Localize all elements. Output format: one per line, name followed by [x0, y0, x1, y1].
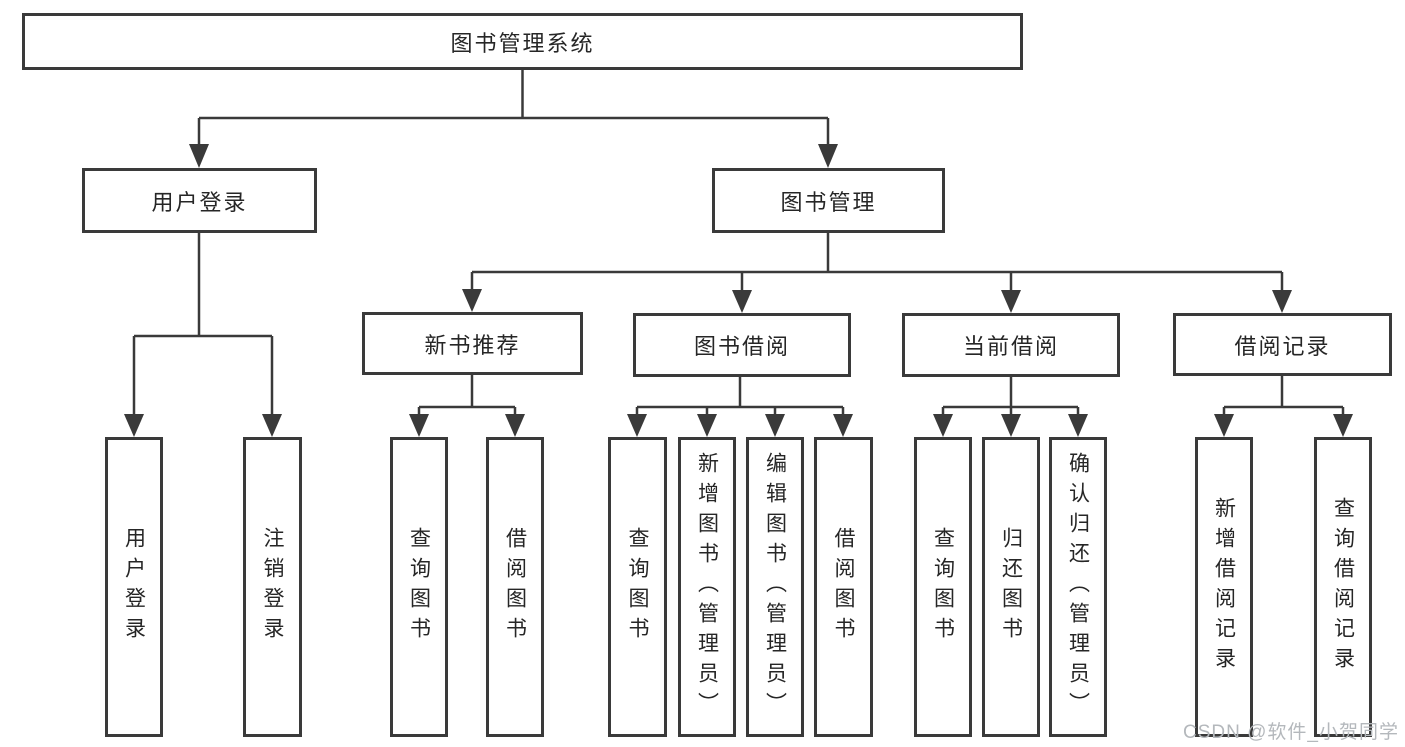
leaf-add-book-admin: 新增图书（管理员）	[678, 437, 736, 737]
leaf-label: 借阅图书	[832, 527, 855, 647]
node-label: 用户登录	[151, 189, 248, 215]
node-borrowing-records: 借阅记录	[1173, 313, 1392, 376]
leaf-add-borrow-record: 新增借阅记录	[1195, 437, 1253, 737]
leaf-edit-book-admin: 编辑图书（管理员）	[746, 437, 804, 737]
leaf-label: 查询图书	[931, 527, 955, 647]
csdn-watermark: CSDN @软件_小贺同学	[1183, 722, 1399, 743]
node-book-borrowing: 图书借阅	[633, 313, 851, 377]
leaf-query-books-current: 查询图书	[914, 437, 972, 737]
leaf-label: 查询图书	[407, 527, 431, 647]
node-current-borrowing: 当前借阅	[902, 313, 1120, 377]
leaf-return-book: 归还图书	[982, 437, 1040, 737]
leaf-borrow-books-recommend: 借阅图书	[486, 437, 544, 737]
node-library-management-system: 图书管理系统	[22, 13, 1023, 70]
leaf-confirm-return-admin: 确认归还（管理员）	[1049, 437, 1107, 737]
leaf-label: 借阅图书	[503, 527, 527, 647]
node-label: 图书借阅	[693, 334, 790, 359]
leaf-label: 查询借阅记录	[1331, 497, 1355, 677]
node-label: 图书管理系统	[450, 30, 595, 56]
node-new-book-recommend: 新书推荐	[362, 312, 583, 375]
leaf-label: 确认归还（管理员）	[1066, 452, 1090, 722]
leaf-query-books-recommend: 查询图书	[390, 437, 448, 737]
node-label: 当前借阅	[962, 334, 1059, 359]
leaf-label: 用户登录	[122, 527, 146, 647]
leaf-borrow-books-borrowing: 借阅图书	[814, 437, 873, 737]
leaf-query-books-borrowing: 查询图书	[608, 437, 667, 737]
leaf-label: 注销登录	[261, 527, 284, 647]
leaf-label: 新增图书（管理员）	[695, 452, 719, 722]
node-book-management: 图书管理	[712, 168, 945, 233]
node-label: 新书推荐	[424, 332, 521, 358]
leaf-label: 归还图书	[999, 527, 1023, 647]
node-user-login: 用户登录	[82, 168, 317, 233]
node-label: 借阅记录	[1234, 333, 1331, 359]
leaf-user-login: 用户登录	[105, 437, 163, 737]
leaf-label: 新增借阅记录	[1212, 497, 1236, 677]
leaf-query-borrow-record: 查询借阅记录	[1314, 437, 1372, 737]
leaf-label: 编辑图书（管理员）	[763, 452, 787, 722]
leaf-label: 查询图书	[626, 527, 649, 647]
leaf-logout: 注销登录	[243, 437, 302, 737]
node-label: 图书管理	[780, 189, 877, 215]
